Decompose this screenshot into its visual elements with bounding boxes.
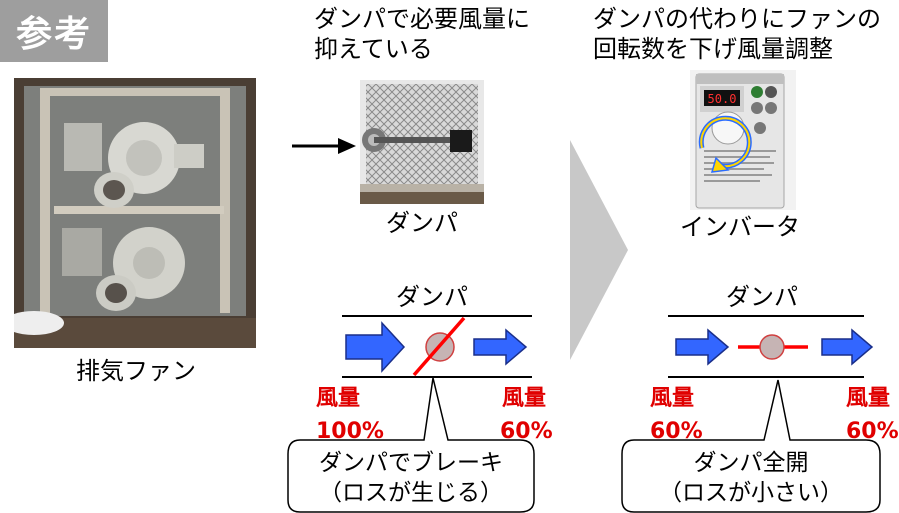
- middle-diagram-label: ダンパ: [396, 283, 468, 311]
- damper-title-line1: ダンパで必要風量に: [314, 5, 530, 33]
- right-damper-valve: [759, 334, 785, 360]
- inverter-title-line1: ダンパの代わりにファンの: [593, 5, 881, 33]
- inverter-illustration: 50.0: [690, 70, 796, 210]
- exhaust-fan-photo: [4, 78, 256, 348]
- middle-damper-blade: [412, 316, 466, 377]
- middle-flow-in-label: 風量: [316, 386, 361, 411]
- right-callout-line2: （ロスが小さい）: [659, 480, 843, 506]
- inverter-photo-caption: インバータ: [680, 213, 800, 241]
- damper-photo-caption: ダンパ: [386, 209, 458, 237]
- middle-callout-line1: ダンパでブレーキ: [319, 450, 503, 476]
- transition-chevron: [570, 140, 628, 360]
- reference-badge: 参考: [0, 0, 108, 62]
- middle-flow-out-label: 風量: [502, 386, 547, 411]
- middle-callout-line2: （ロスが生じる）: [319, 480, 503, 506]
- inverter-display-text: 50.0: [708, 92, 737, 106]
- inverter-title-line2: 回転数を下げ風量調整: [593, 35, 833, 63]
- right-flow-in-label: 風量: [650, 386, 695, 411]
- exhaust-fan-illustration: [4, 78, 256, 348]
- inverter-photo: 50.0: [690, 70, 796, 210]
- damper-photo: [360, 80, 484, 204]
- middle-callout: [287, 377, 535, 513]
- right-callout: [621, 379, 881, 513]
- middle-large-flow-arrow: [345, 321, 406, 373]
- right-inlet-flow-arrow: [675, 328, 730, 366]
- middle-small-flow-arrow: [473, 328, 528, 366]
- right-diagram-label: ダンパ: [726, 283, 798, 311]
- exhaust-fan-caption: 排気ファン: [76, 357, 196, 385]
- rotation-arrow-icon: [698, 115, 752, 173]
- right-flow-out-label: 風量: [846, 386, 891, 411]
- damper-title-line2: 抑えている: [314, 35, 433, 63]
- right-callout-line1: ダンパ全開: [693, 450, 809, 476]
- damper-illustration: [360, 80, 484, 204]
- pointer-arrow: [292, 138, 356, 154]
- right-outlet-flow-arrow: [821, 328, 874, 366]
